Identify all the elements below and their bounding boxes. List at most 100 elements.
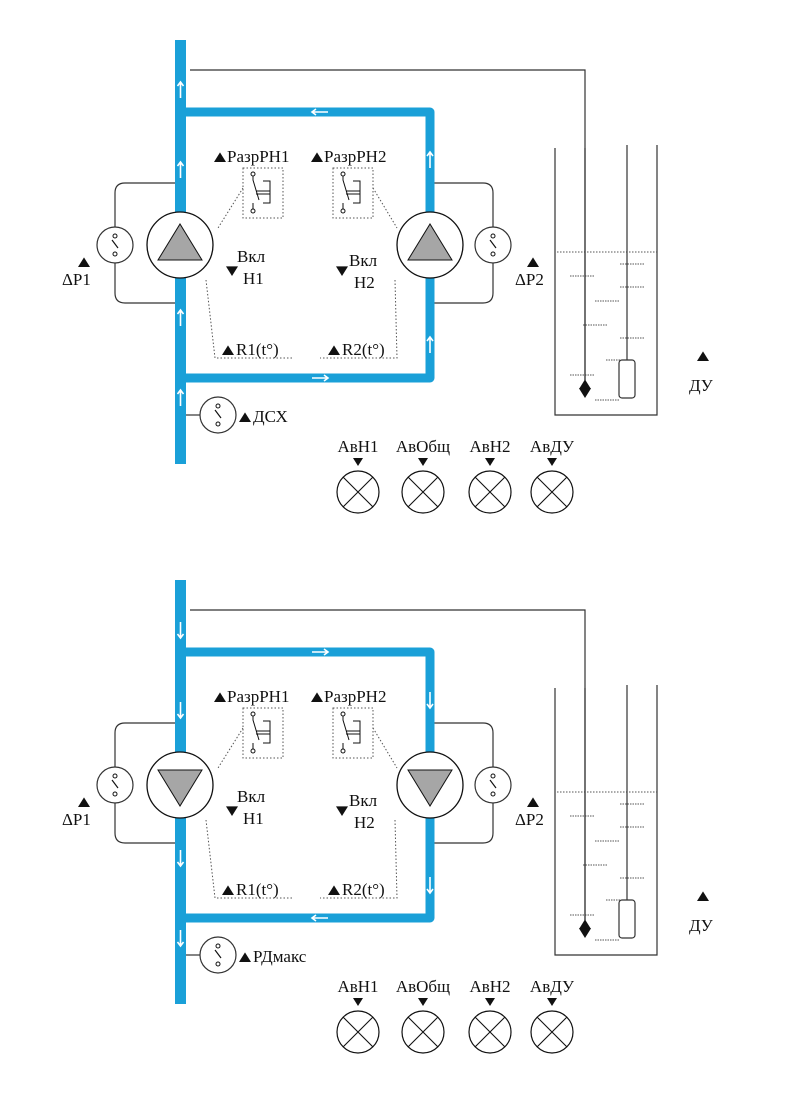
switch-blade <box>214 409 222 419</box>
triangle-down-icon <box>226 806 238 816</box>
triangle-down-icon <box>336 266 348 276</box>
switch-blade <box>489 779 497 789</box>
contact-icon <box>490 773 496 779</box>
label-pressure-switch: ДСХ <box>253 407 288 426</box>
lamp-cross <box>407 1016 439 1048</box>
triangle-up-icon <box>311 692 323 702</box>
label-perm2: РазрРН2 <box>324 687 386 706</box>
contact-icon <box>112 251 118 257</box>
triangle-down-icon <box>418 458 428 466</box>
lamp-cross <box>536 476 568 508</box>
permission-relay-2-box <box>332 707 374 759</box>
guide-line <box>217 187 244 229</box>
switch-blade <box>111 239 119 249</box>
lamp-label: АвДУ <box>530 977 575 996</box>
flow-arrow-icon <box>310 108 328 116</box>
triangle-down-icon <box>336 806 348 816</box>
pump-arrow-down-icon <box>407 769 453 807</box>
triangle-down-icon <box>226 266 238 276</box>
label-perm2: РазрРН2 <box>324 147 386 166</box>
flow-arrow-icon <box>176 80 185 98</box>
lamp-label: АвДУ <box>530 437 575 456</box>
switch-blade <box>489 239 497 249</box>
contact-icon <box>112 791 118 797</box>
label-perm1: РазрРН1 <box>227 687 289 706</box>
triangle-down-icon <box>579 928 591 938</box>
contact-icon <box>340 208 346 214</box>
lamp-cross <box>474 476 506 508</box>
triangle-down-icon <box>547 998 557 1006</box>
triangle-up-icon <box>328 885 340 895</box>
triangle-down-icon <box>418 998 428 1006</box>
contact-icon <box>215 403 221 409</box>
float-icon <box>618 359 636 399</box>
label-pressure-switch: РДмакс <box>253 947 307 966</box>
contact-icon <box>112 233 118 239</box>
lamp-cross <box>407 476 439 508</box>
contact-icon <box>250 208 256 214</box>
lamp-cross <box>474 1016 506 1048</box>
lamp-label: АвОбщ <box>396 977 450 996</box>
relay-contact-icon <box>252 176 271 209</box>
triangle-up-icon <box>214 692 226 702</box>
r2-guide <box>320 279 398 359</box>
pressure-switch <box>199 936 237 974</box>
triangle-down-icon <box>353 458 363 466</box>
flow-arrow-icon <box>176 930 185 948</box>
triangle-up-icon <box>239 412 251 422</box>
label-level: ДУ <box>689 916 714 935</box>
contact-icon <box>112 773 118 779</box>
permission-relay-2-box <box>332 167 374 219</box>
triangle-up-icon <box>527 797 539 807</box>
guide-line <box>372 727 398 769</box>
guide-line <box>372 187 398 229</box>
flow-arrow-icon <box>176 160 185 178</box>
pump-arrow-up-icon <box>407 223 453 261</box>
r2-guide <box>320 819 398 899</box>
lamp-label: АвН1 <box>337 977 378 996</box>
guide-line <box>217 727 244 769</box>
tank <box>554 145 658 416</box>
switch-blade <box>214 949 222 959</box>
triangle-up-icon <box>222 885 234 895</box>
label-n2: Н2 <box>354 273 375 292</box>
triangle-down-icon <box>485 998 495 1006</box>
contact-icon <box>250 748 256 754</box>
triangle-down-icon <box>547 458 557 466</box>
pipe-loop <box>180 647 435 923</box>
lamp-cross <box>342 476 374 508</box>
label-r1: R1(t°) <box>236 880 279 899</box>
label-on1: Вкл <box>237 787 266 806</box>
float-icon <box>618 899 636 939</box>
r1-guide <box>205 279 292 359</box>
flow-arrow-icon <box>176 850 185 868</box>
contact-icon <box>490 233 496 239</box>
relay-contact-icon <box>252 716 271 749</box>
label-dp1: ΔP1 <box>62 810 91 829</box>
triangle-up-icon <box>697 351 709 361</box>
flow-arrow-icon <box>176 702 185 720</box>
contact-icon <box>215 421 221 427</box>
flow-arrow-icon <box>426 335 434 353</box>
pump-arrow-up-icon <box>157 223 203 261</box>
triangle-down-icon <box>353 998 363 1006</box>
pipe-loop <box>180 107 435 383</box>
switch-blade <box>111 779 119 789</box>
relay-contact-icon <box>342 176 361 209</box>
flow-arrow-icon <box>176 388 185 406</box>
label-r2: R2(t°) <box>342 880 385 899</box>
triangle-up-icon <box>579 379 591 389</box>
contact-icon <box>250 171 256 177</box>
contact-icon <box>215 961 221 967</box>
flow-arrow-icon <box>310 914 328 922</box>
label-on2: Вкл <box>349 791 378 810</box>
triangle-up-icon <box>214 152 226 162</box>
lamp-cross <box>342 1016 374 1048</box>
contact-icon <box>340 711 346 717</box>
label-on1: Вкл <box>237 247 266 266</box>
triangle-up-icon <box>527 257 539 267</box>
contact-icon <box>250 711 256 717</box>
triangle-up-icon <box>78 257 90 267</box>
contact-icon <box>215 943 221 949</box>
